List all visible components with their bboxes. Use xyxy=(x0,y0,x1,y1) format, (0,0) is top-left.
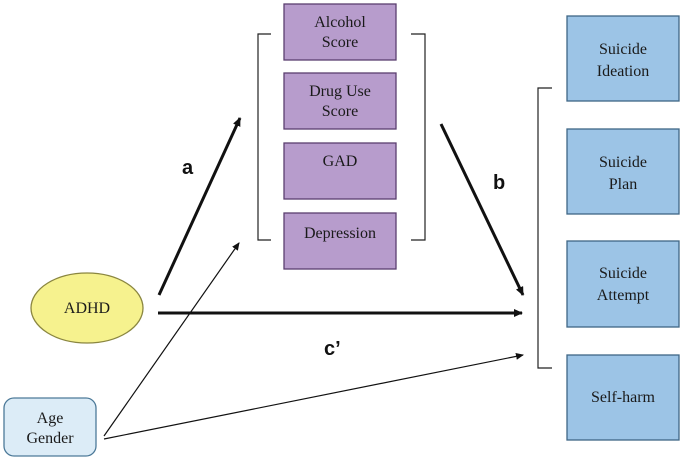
path-a-label: a xyxy=(182,157,194,179)
outcome-plan-line2: Plan xyxy=(609,176,637,193)
mediator-gad: GAD xyxy=(283,142,397,200)
mediator-drug-line1: Drug Use xyxy=(309,83,371,100)
mediator-drug-use-score: Drug Use Score xyxy=(283,72,397,130)
covariate-to-mediators-arrow xyxy=(103,242,240,437)
covariate-gender-label: Gender xyxy=(26,430,74,447)
mediator-alcohol-line1: Alcohol xyxy=(314,14,366,31)
outcome-attempt-line1: Suicide xyxy=(599,265,647,282)
exposure-label: ADHD xyxy=(64,300,110,317)
arrows xyxy=(103,117,525,440)
path-c-prime-label: c’ xyxy=(324,338,341,360)
covariate-to-outcomes-arrow xyxy=(103,352,524,440)
mediator-bracket xyxy=(257,33,426,241)
outcome-self-harm-label: Self-harm xyxy=(591,389,656,406)
mediator-depression-label: Depression xyxy=(304,225,376,242)
mediator-gad-label: GAD xyxy=(323,153,358,170)
outcome-ideation-line2: Ideation xyxy=(597,63,649,80)
path-b-label: b xyxy=(493,172,505,194)
mediator-alcohol-line2: Score xyxy=(322,34,358,51)
outcome-bracket xyxy=(537,87,552,369)
path-b-arrow xyxy=(439,123,525,296)
covariate-node: Age Gender xyxy=(3,397,97,457)
outcome-attempt-line2: Attempt xyxy=(597,287,650,304)
mediator-drug-line2: Score xyxy=(322,103,358,120)
outcome-suicide-ideation: Suicide Ideation xyxy=(566,15,680,102)
outcome-suicide-attempt: Suicide Attempt xyxy=(566,240,680,328)
outcome-ideation-line1: Suicide xyxy=(599,41,647,58)
mediator-alcohol-score: Alcohol Score xyxy=(283,3,397,61)
path-a-arrow xyxy=(157,117,242,296)
outcome-suicide-plan: Suicide Plan xyxy=(566,128,680,215)
mediator-depression: Depression xyxy=(283,212,397,270)
covariate-age-label: Age xyxy=(37,410,64,427)
outcome-plan-line1: Suicide xyxy=(599,154,647,171)
exposure-node: ADHD xyxy=(30,272,144,344)
outcome-self-harm: Self-harm xyxy=(566,354,680,441)
